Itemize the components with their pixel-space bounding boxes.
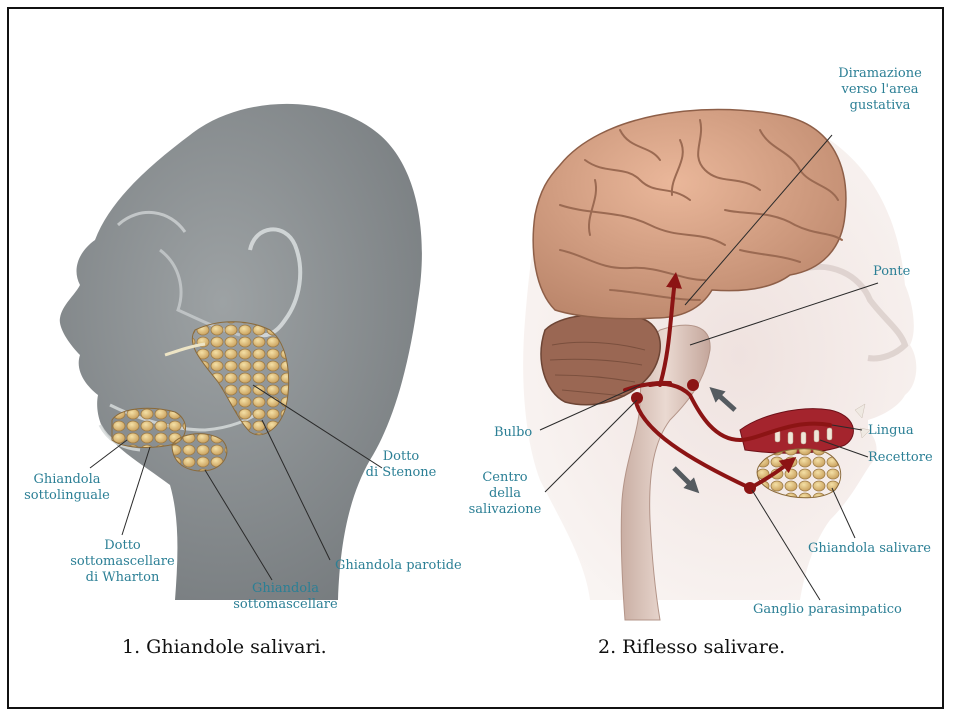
- caption-figure-1: 1. Ghiandole salivari.: [122, 636, 327, 658]
- ganglion-node: [744, 482, 756, 494]
- nerve-node-bulbo: [687, 379, 699, 391]
- label-recettore: Recettore: [868, 450, 933, 466]
- label-ghiandola-sottolinguale: Ghiandola sottolinguale: [15, 472, 119, 504]
- nerve-node-centro: [631, 392, 643, 404]
- caption-figure-2: 2. Riflesso salivare.: [598, 636, 785, 658]
- label-ghiandola-parotide: Ghiandola parotide: [335, 558, 462, 574]
- label-bulbo: Bulbo: [494, 425, 532, 441]
- label-centro-salivazione: Centro della salivazione: [462, 470, 548, 518]
- label-ghiandola-sottomascellare: Ghiandola sottomascellare: [223, 581, 348, 613]
- label-diramazione: Diramazione verso l'area gustativa: [820, 66, 940, 114]
- label-dotto-wharton: Dotto sottomascellare di Wharton: [60, 538, 185, 586]
- label-ganglio: Ganglio parasimpatico: [753, 602, 902, 618]
- label-lingua: Lingua: [868, 423, 914, 439]
- label-ponte: Ponte: [873, 264, 910, 280]
- label-ghiandola-salivare: Ghiandola salivare: [808, 541, 931, 557]
- label-dotto-stenone: Dotto di Stenone: [356, 449, 446, 481]
- figure-1-head: [60, 104, 422, 600]
